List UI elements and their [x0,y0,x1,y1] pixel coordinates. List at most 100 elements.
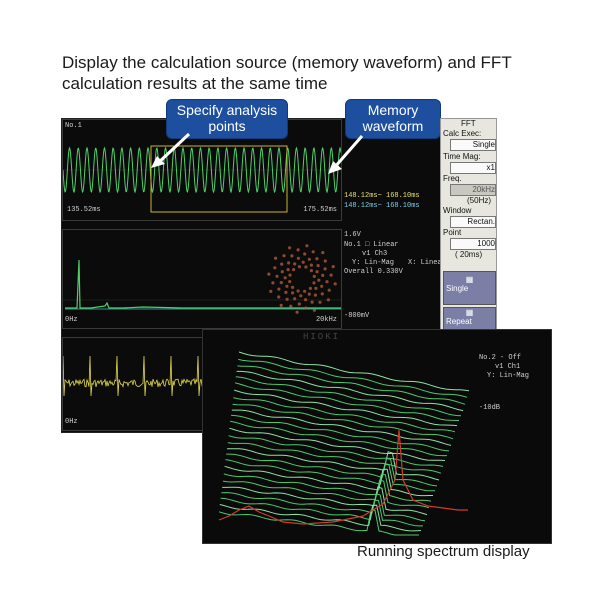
logo-dot [297,265,301,269]
point-label: Point [443,228,462,237]
logo-dot [295,310,299,314]
logo-dot [309,269,313,273]
waterfall-trace [223,473,432,502]
fft-overall-value: Overall 0.330V [344,268,403,276]
logo-dot [296,256,300,260]
waterfall-trace [224,465,433,497]
waterfall-trace [234,389,458,427]
window-field[interactable]: Rectan. [450,216,496,228]
logo-dot [279,303,283,307]
window-label: Window [443,206,472,215]
range-top-label: 148.12ms~ 168.10ms [344,192,420,200]
logo-dot [321,251,325,255]
logo-dot [296,248,300,252]
logo-dot [304,265,308,269]
memory-waveform-plot [63,145,341,213]
logo-dot [318,300,322,304]
running-spectrum-screen: HIOKI No.2 - Off v1 Ch1 Y: Lin-Mag -10dB [202,329,552,544]
logo-dot [279,281,283,285]
logo-dot [317,278,321,282]
waterfall-trace [218,509,419,536]
waterfall-trace [229,427,446,461]
logo-dot [282,254,286,258]
spectrum-info-line-1: No.2 - Off [479,354,522,362]
logo-dot [325,280,329,284]
logo-dot [285,297,289,301]
repeat-button-label: Repeat [446,317,472,326]
logo-dot [286,268,290,272]
logo-dot [288,246,292,250]
freq-sub-label: (50Hz) [467,196,492,205]
logo-dot [326,298,330,302]
repeat-icon: ▦ [465,308,474,317]
waterfall-trace [226,453,438,487]
logo-dot [308,286,312,290]
freq-label: Freq. [443,174,462,183]
single-icon: ▦ [465,275,474,284]
logo-dot [280,262,284,266]
waterfall-trace [233,397,456,433]
logo-dot [273,266,277,270]
logo-dot [310,300,314,304]
logo-dot [299,294,303,298]
logo-dot [303,289,307,293]
logo-dot [305,244,309,248]
logo-dot [304,306,308,310]
logo-dot [320,292,324,296]
logo-dot [275,274,279,278]
logo-dot [289,304,293,308]
single-button[interactable]: ▦ Single [443,271,496,305]
waterfall-trace [221,492,426,522]
fft-freq-left: 0Hz [65,316,78,324]
point-sub-label: ( 20ms) [455,250,483,259]
logo-dot [333,282,337,286]
logo-dot [274,256,278,260]
logo-dot [309,263,313,267]
analysis-callout-line-1: Specify analysis [176,102,278,118]
point-field[interactable]: 1000 [450,238,496,250]
memory-callout-arrow [328,135,364,174]
logo-dot [307,257,311,261]
bottom-freq-left: 0Hz [65,418,78,426]
calc-exec-label: Calc Exec: [443,129,482,138]
fft-scale-top: 1.6V [344,231,361,239]
headline: Display the calculation source (memory w… [62,52,532,94]
logo-dot [316,264,320,268]
logo-dot [307,292,311,296]
waterfall-trace [237,365,466,405]
fft-freq-right: 20kHz [315,316,337,324]
spectrum-watermark: HIOKI [303,332,341,342]
logo-dot [315,270,319,274]
calc-exec-field[interactable]: Single [450,139,496,151]
logo-dot [314,286,318,290]
analysis-callout-line-2: points [208,118,246,134]
logo-dot [297,302,301,306]
logo-dot [277,287,281,291]
fft-scale-low: -800mV [344,312,370,320]
logo-dot [291,285,295,289]
logo-dot [312,274,316,278]
logo-dot [267,272,271,276]
waterfall-trace [227,442,442,474]
memory-waveform-trace [63,146,341,194]
waterfall-trace [220,497,423,527]
time-mag-field[interactable]: x1 [450,162,496,174]
fft-spectrum-trace [65,259,341,309]
hioki-logo-emblem [267,244,337,314]
waterfall-trace [238,351,470,392]
waterfall-traces [218,351,470,536]
freq-field[interactable]: 20kHz [450,184,496,196]
memory-callout-line-2: waveform [362,118,424,134]
logo-dot [292,268,296,272]
logo-dot [312,308,316,312]
headline-line-2: calculation results at the same time [62,74,328,93]
fft-info-line-2: v1 Ch3 [362,250,388,258]
logo-dot [293,297,297,301]
logo-dot [288,280,292,284]
logo-dot [284,290,288,294]
range-bottom-label: 148.12ms~ 168.10ms [344,202,420,210]
spectrum-red-trace [218,429,468,525]
fft-info-line-3b: X: Linear [408,259,446,267]
logo-dot [323,267,327,271]
waterfall-trace [234,382,460,421]
